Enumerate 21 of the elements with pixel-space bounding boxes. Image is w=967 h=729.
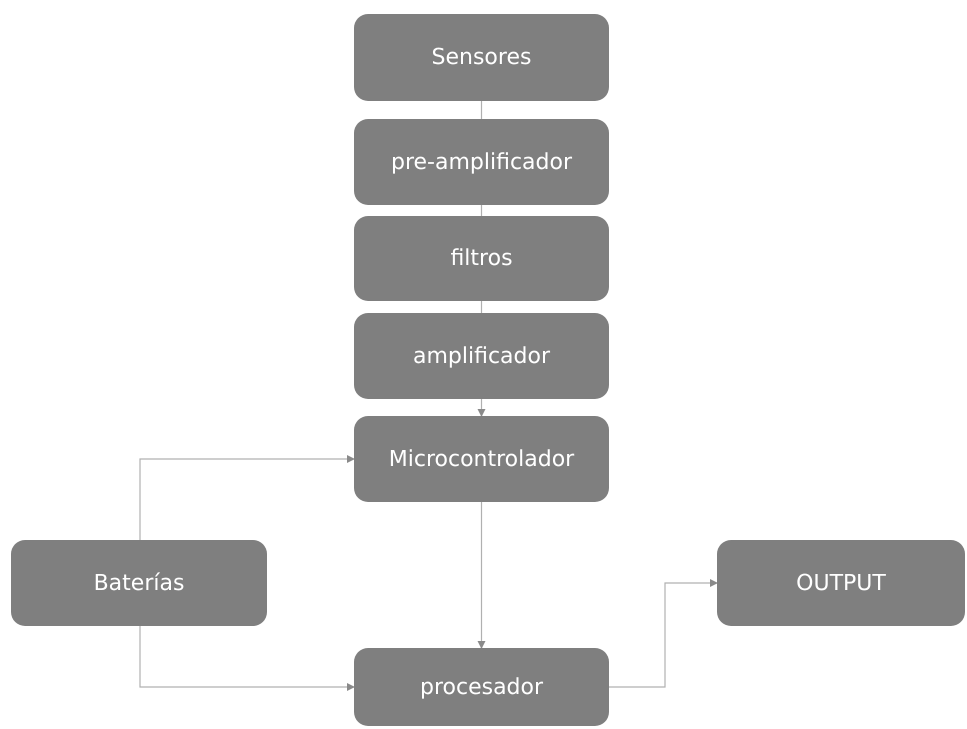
process-box (354, 14, 609, 101)
process-box (717, 540, 965, 626)
arrow (478, 502, 486, 649)
box-label: filtros (450, 246, 513, 271)
process-box (11, 540, 267, 626)
process-box (354, 119, 609, 205)
process-box (354, 416, 609, 502)
arrow (609, 579, 718, 688)
box-label: OUTPUT (796, 570, 886, 596)
arrow (139, 455, 355, 540)
box-label: pre-amplificador (390, 150, 572, 174)
box-label: Microcontrolador (388, 446, 574, 472)
arrow (478, 399, 486, 417)
box-label: Sensores (432, 45, 532, 70)
box-label: Baterías (94, 570, 184, 596)
process-box (354, 648, 609, 726)
process-box (354, 216, 609, 301)
arrow (139, 626, 355, 691)
box-label: amplificador (412, 344, 550, 368)
box-label: procesador (420, 674, 544, 700)
process-box (354, 313, 609, 399)
